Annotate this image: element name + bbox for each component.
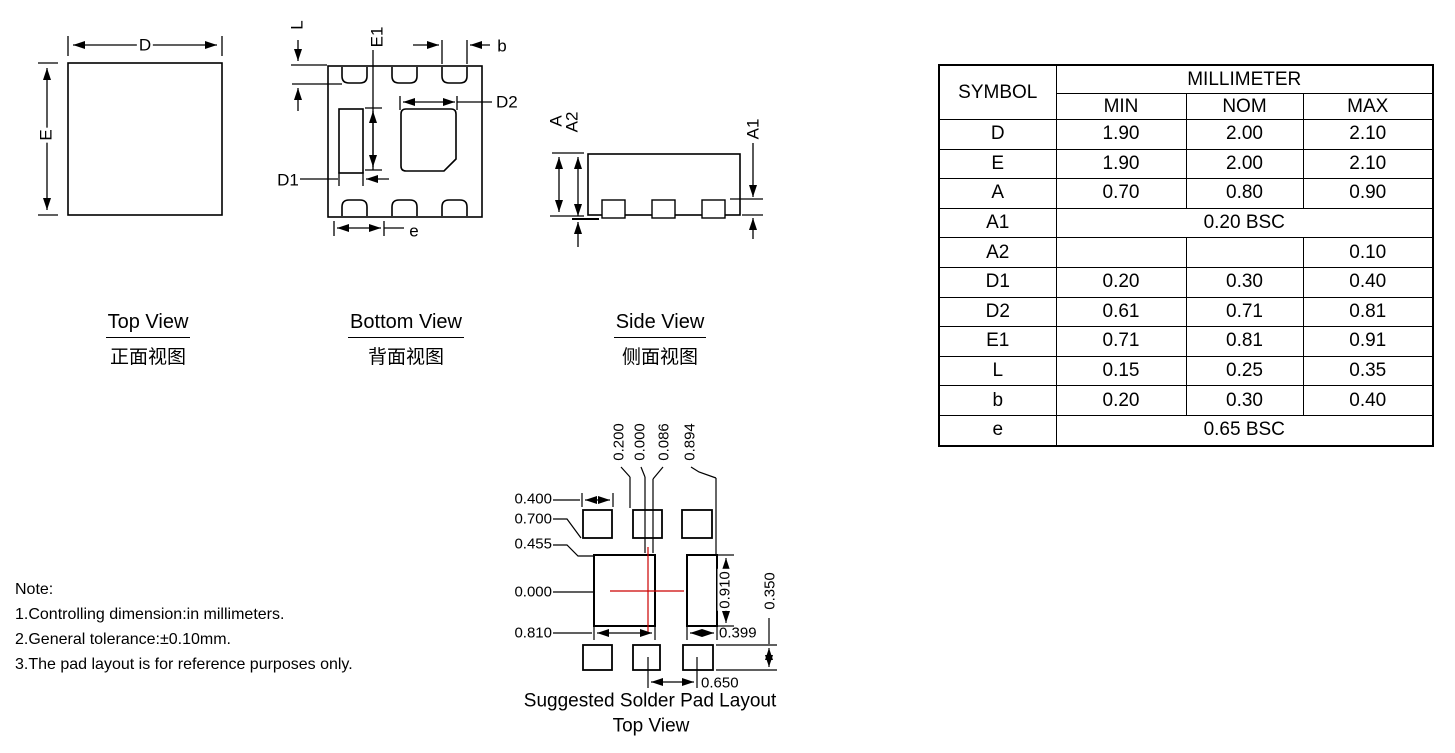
layout-bottom-pad [582, 644, 613, 671]
dim-label-a1: A1 [743, 118, 763, 140]
bottom-view-title-zh: 背面视图 [367, 346, 444, 368]
side-view-title: Side View [580, 311, 740, 338]
layout-bottom-pad [632, 644, 661, 671]
pad-dim-left-2: 0.455 [514, 535, 552, 553]
pad-dim-top-3: 0.894 [681, 423, 699, 461]
min-header: MIN [1055, 93, 1187, 120]
pad-dim-top-0: 0.200 [610, 423, 628, 461]
dim-label-e-pitch: e [409, 221, 419, 241]
bottom-view-linework [291, 40, 492, 236]
top-view-title: Top View [68, 311, 228, 338]
top-view-package-outline [67, 62, 223, 216]
side-view-title-text: Side View [613, 311, 707, 338]
bottom-view-top-pad [391, 67, 418, 84]
layout-top-pad [632, 509, 663, 539]
bottom-view-bottom-pad [391, 199, 418, 216]
top-view-title-text: Top View [105, 311, 191, 338]
nom-header: NOM [1185, 93, 1304, 120]
top-view-title-zh: 正面视图 [109, 346, 186, 368]
note-item: 3.The pad layout is for reference purpos… [15, 656, 353, 673]
pad-dim-0650: 0.650 [701, 674, 739, 692]
pad-dim-left-0: 0.400 [514, 490, 552, 508]
dim-label-e: E [36, 127, 56, 143]
pad-dim-left-3: 0.000 [514, 583, 552, 601]
table-header-row: SYMBOL MILLIMETER [938, 64, 1434, 120]
bottom-view-package-outline [327, 65, 483, 218]
pad-dim-left-4: 0.810 [514, 624, 552, 642]
side-view-linework [550, 143, 763, 247]
layout-top-pad [582, 509, 613, 539]
table-subheader-row: MIN NOM MAX [939, 93, 1434, 120]
bottom-view-d1-pad [338, 108, 364, 174]
pad-dim-left-1: 0.700 [514, 510, 552, 528]
pad-layout-linework [553, 466, 777, 688]
max-header: MAX [1302, 93, 1434, 120]
bottom-view-bottom-pad [441, 199, 468, 216]
dim-label-d: D [136, 35, 154, 55]
side-view-lead [601, 199, 626, 219]
bottom-view-top-pad [441, 67, 468, 84]
pad-layout-subcaption: Top View [612, 715, 690, 737]
pad-dim-0910: 0.910 [716, 569, 734, 611]
dim-label-e1: E1 [367, 26, 387, 48]
dim-label-l: L [287, 20, 307, 30]
notes-block: Note: 1.Controlling dimension:in millime… [15, 577, 353, 677]
layout-bottom-pad [682, 644, 714, 671]
bottom-view-bottom-pad [341, 199, 368, 216]
pad-dim-top-1: 0.000 [631, 423, 649, 461]
top-view-linework [38, 36, 223, 216]
side-view-title-zh: 侧面视图 [621, 346, 698, 368]
side-view-lead [701, 199, 726, 219]
unit-header: MILLIMETER [1055, 64, 1434, 94]
side-view-lead [651, 199, 676, 219]
layout-top-pad [681, 509, 713, 539]
bottom-view-title: Bottom View [326, 311, 486, 338]
layout-side-pad [686, 554, 718, 627]
dim-label-b: b [497, 36, 507, 56]
note-item: 2.General tolerance:±0.10mm. [15, 631, 231, 648]
pad-dim-top-2: 0.086 [655, 423, 673, 461]
pad-dim-0350: 0.350 [761, 570, 779, 612]
pad-dim-0399: 0.399 [719, 624, 757, 642]
note-item: 1.Controlling dimension:in millimeters. [15, 606, 285, 623]
dim-label-d2: D2 [496, 92, 518, 112]
notes-heading: Note: [15, 581, 54, 598]
bottom-view-d2-pad [400, 108, 457, 172]
symbol-header: SYMBOL [938, 64, 1057, 120]
pad-layout-caption: Suggested Solder Pad Layout [523, 690, 777, 712]
dim-label-d1: D1 [277, 170, 299, 190]
bottom-view-top-pad [341, 67, 368, 84]
dim-label-a2: A2 [562, 111, 582, 133]
centerlines [610, 547, 684, 633]
bottom-view-title-text: Bottom View [348, 311, 464, 338]
